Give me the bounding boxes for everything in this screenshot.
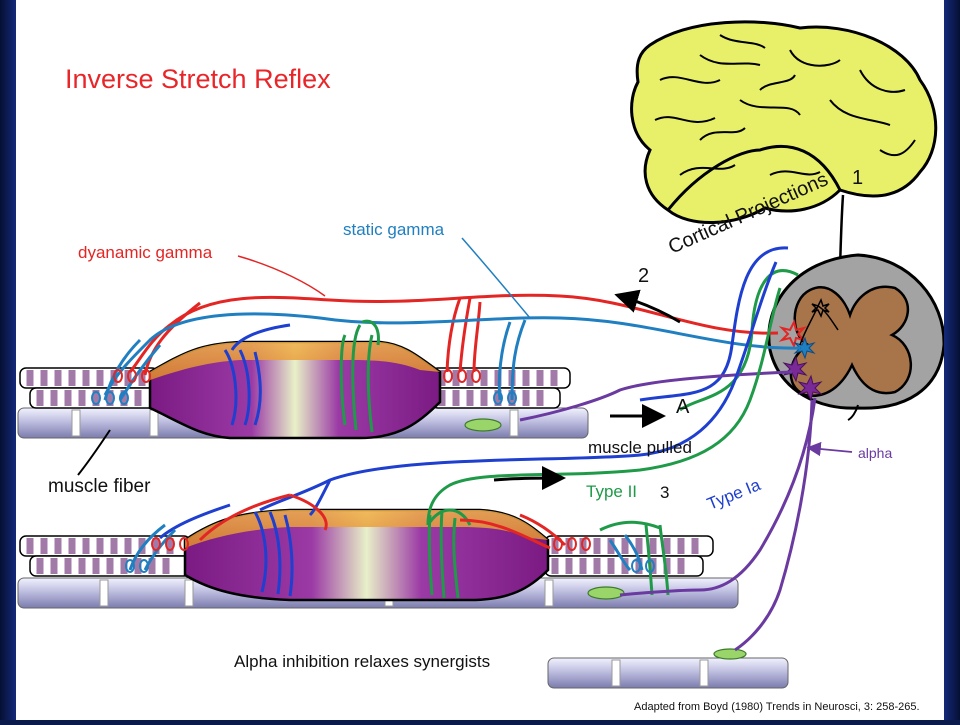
label-1: 1	[852, 167, 863, 189]
arrow-3	[493, 466, 566, 491]
lower-spindle-endings	[125, 537, 655, 573]
lower-nerve-fibers	[128, 261, 817, 652]
upper-nerve-fibers	[103, 246, 801, 433]
left-border	[0, 0, 16, 720]
dynamic-gamma-callout	[237, 255, 326, 297]
label-a: A	[676, 396, 690, 418]
alpha-arrow	[806, 441, 853, 457]
lower-nmj	[587, 586, 625, 600]
type-ia-label: Type Ia	[704, 475, 763, 514]
type-ii-label: Type II	[586, 482, 637, 501]
synergist-muscle-fiber	[547, 648, 789, 689]
spinal-neurons	[778, 298, 839, 402]
brain-illustration	[630, 20, 938, 225]
label-3: 3	[660, 483, 669, 502]
right-border	[944, 0, 960, 720]
citation: Adapted from Boyd (1980) Trends in Neuro…	[634, 701, 920, 713]
alpha-inhibition-label: Alpha inhibition relaxes synergists	[234, 652, 490, 671]
muscle-fiber-label: muscle fiber	[48, 476, 151, 497]
arrow-2	[614, 289, 681, 324]
alpha-label: alpha	[858, 445, 892, 461]
diagram-canvas: Inverse Stretch Reflex	[16, 0, 946, 720]
muscle-pulled-label: muscle pulled	[588, 438, 692, 457]
upper-spindle-endings	[91, 369, 517, 405]
static-gamma-label: static gamma	[343, 220, 445, 239]
dynamic-gamma-label: dyanamic gamma	[78, 243, 213, 262]
label-2: 2	[638, 265, 649, 287]
muscle-fiber-callout	[77, 429, 111, 476]
static-gamma-callout	[461, 237, 531, 319]
upper-nmj	[464, 418, 502, 432]
diagram-title: Inverse Stretch Reflex	[65, 64, 331, 94]
diagram-svg: Inverse Stretch Reflex	[17, 20, 946, 713]
